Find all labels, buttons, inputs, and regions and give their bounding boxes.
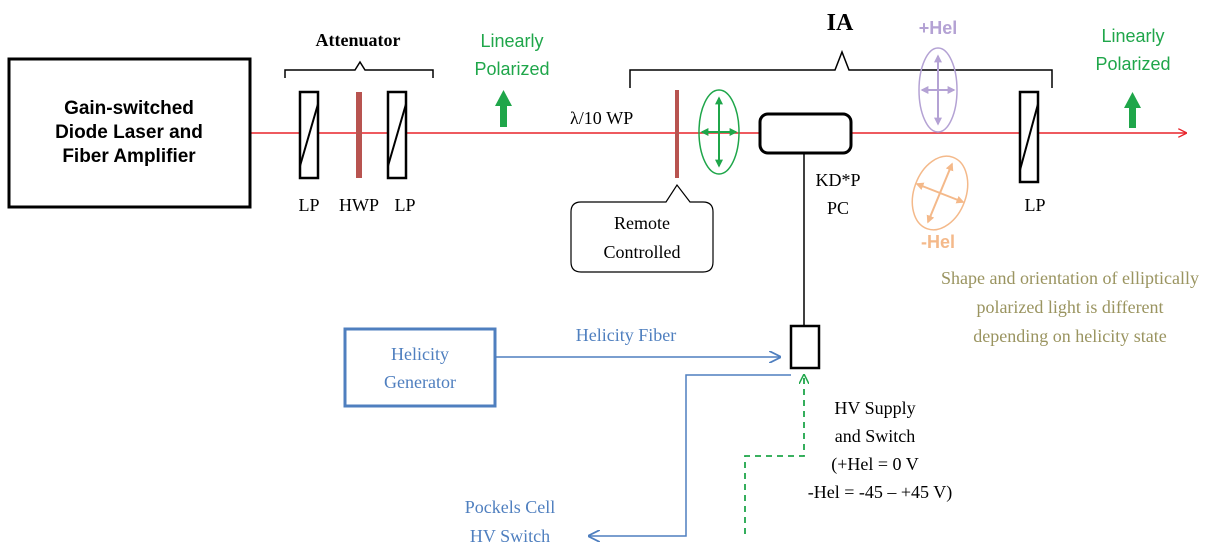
ia-brace bbox=[629, 49, 1053, 88]
plus-hel-polarization-ellipse-icon bbox=[918, 47, 958, 133]
pockels-switch-line2: HV Switch bbox=[470, 526, 550, 546]
pockels-switch-line bbox=[589, 374, 791, 536]
ia-label: IA bbox=[827, 10, 854, 36]
linear-pol-left-line2: Polarized bbox=[474, 59, 549, 79]
linear-polarization-ellipse-icon bbox=[698, 89, 740, 175]
helicity-generator-line2: Generator bbox=[384, 372, 456, 392]
pockels-cell bbox=[758, 112, 853, 155]
helicity-fiber-label: Helicity Fiber bbox=[576, 325, 676, 345]
hv-switch-box bbox=[789, 324, 821, 370]
linear-pol-right-line2: Polarized bbox=[1095, 54, 1170, 74]
lp1-label: LP bbox=[298, 195, 319, 215]
remote-callout-line1: Remote bbox=[614, 213, 670, 233]
hv-supply-line4: -Hel = -45 – +45 V) bbox=[808, 482, 952, 503]
laser-label-line2: Diode Laser and bbox=[55, 122, 203, 143]
linear-polarizer-3 bbox=[1018, 90, 1040, 184]
pockels-switch-line1: Pockels Cell bbox=[465, 497, 556, 517]
plus-hel-label: +Hel bbox=[919, 18, 958, 38]
remote-callout-line2: Controlled bbox=[604, 242, 681, 262]
pockels-cell-label-line2: PC bbox=[827, 198, 849, 218]
attenuator-title: Attenuator bbox=[316, 30, 401, 50]
waveplate-label: λ/10 WP bbox=[570, 108, 633, 128]
attenuator-brace bbox=[284, 60, 434, 78]
linear-polarizer-2 bbox=[386, 90, 408, 180]
linear-polarizer-1 bbox=[298, 90, 320, 180]
helicity-note-line2: polarized light is different bbox=[976, 297, 1163, 317]
laser-label-line1: Gain-switched bbox=[64, 98, 194, 119]
half-wave-plate bbox=[356, 92, 362, 178]
minus-hel-polarization-ellipse-icon bbox=[911, 155, 969, 231]
hwp-label: HWP bbox=[339, 195, 379, 215]
laser-source-box: Gain-switched Diode Laser and Fiber Ampl… bbox=[7, 57, 252, 209]
hv-supply-line3: (+Hel = 0 V bbox=[831, 454, 918, 475]
helicity-note-line1: Shape and orientation of elliptically bbox=[941, 268, 1199, 288]
laser-label-line3: Fiber Amplifier bbox=[62, 146, 196, 167]
final-lp-label: LP bbox=[1024, 195, 1045, 215]
helicity-generator-line1: Helicity bbox=[391, 344, 449, 364]
linear-pol-left-line1: Linearly bbox=[480, 31, 543, 51]
helicity-generator-box: Helicity Generator bbox=[343, 327, 497, 408]
pockels-cell-label-line1: KD*P bbox=[815, 170, 860, 190]
remote-controlled-callout: Remote Controlled bbox=[570, 183, 714, 273]
minus-hel-label: -Hel bbox=[921, 232, 955, 252]
tenth-wave-plate bbox=[675, 90, 679, 178]
hv-signal-dashed-line bbox=[744, 375, 804, 534]
up-arrow-right-icon bbox=[1124, 92, 1141, 128]
up-arrow-left-icon bbox=[495, 90, 512, 127]
linear-pol-right-line1: Linearly bbox=[1101, 26, 1164, 46]
hv-supply-line1: HV Supply bbox=[834, 398, 915, 418]
helicity-note-line3: depending on helicity state bbox=[973, 326, 1166, 346]
lp2-label: LP bbox=[394, 195, 415, 215]
attenuator: Attenuator LP HWP LP bbox=[284, 30, 434, 215]
hv-supply-line2: and Switch bbox=[835, 426, 916, 446]
